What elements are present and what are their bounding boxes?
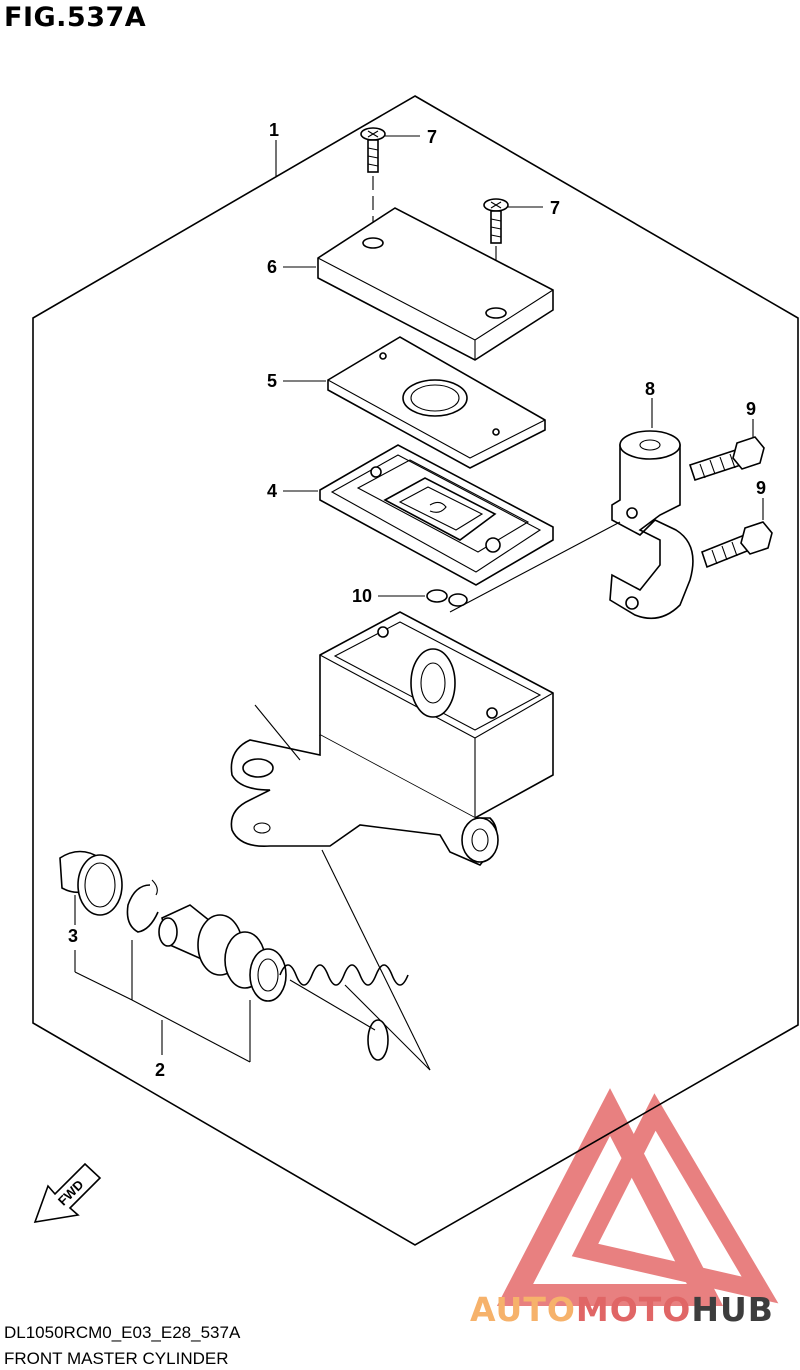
callout-3: 3: [68, 926, 78, 946]
bolt-9b: [701, 498, 773, 569]
callout-7a: 7: [427, 127, 437, 147]
fwd-arrow-icon: FWD: [33, 1162, 102, 1224]
watermark-logo-icon: [496, 1088, 779, 1306]
dust-boot-3: [59, 850, 123, 916]
clip-10: [378, 589, 468, 607]
figure-title: FIG.537A: [4, 2, 147, 33]
callout-10: 10: [352, 586, 372, 606]
callout-9b: 9: [756, 478, 766, 498]
watermark-hub: HUB: [691, 1290, 774, 1329]
reservoir-cap-6: [283, 207, 554, 361]
piston: [158, 904, 287, 1002]
bolt-9a: [688, 419, 765, 482]
clamp-holder-8: [609, 398, 694, 620]
callout-9a: 9: [746, 399, 756, 419]
assembly-boundary: [32, 95, 799, 1246]
callout-8: 8: [645, 379, 655, 399]
watermark-text: AUTOMOTOHUB: [470, 1290, 774, 1329]
assembly-name: FRONT MASTER CYLINDER: [4, 1349, 229, 1368]
reservoir-plate-5: [283, 336, 546, 469]
callout-6: 6: [267, 257, 277, 277]
callout-2: 2: [155, 1060, 165, 1080]
watermark-auto: AUTO: [470, 1290, 576, 1329]
callout-7b: 7: [550, 198, 560, 218]
watermark-moto: MOTO: [575, 1290, 692, 1329]
diaphragm-4: [283, 444, 554, 586]
screw-7b: [483, 198, 543, 310]
callout-1: 1: [269, 120, 279, 140]
model-code: DL1050RCM0_E03_E28_537A: [4, 1323, 241, 1342]
spring: [279, 964, 409, 1061]
callout-4: 4: [267, 481, 277, 501]
circlip: [126, 879, 159, 933]
master-cylinder-body-1: [230, 611, 554, 866]
callout-5: 5: [267, 371, 277, 391]
